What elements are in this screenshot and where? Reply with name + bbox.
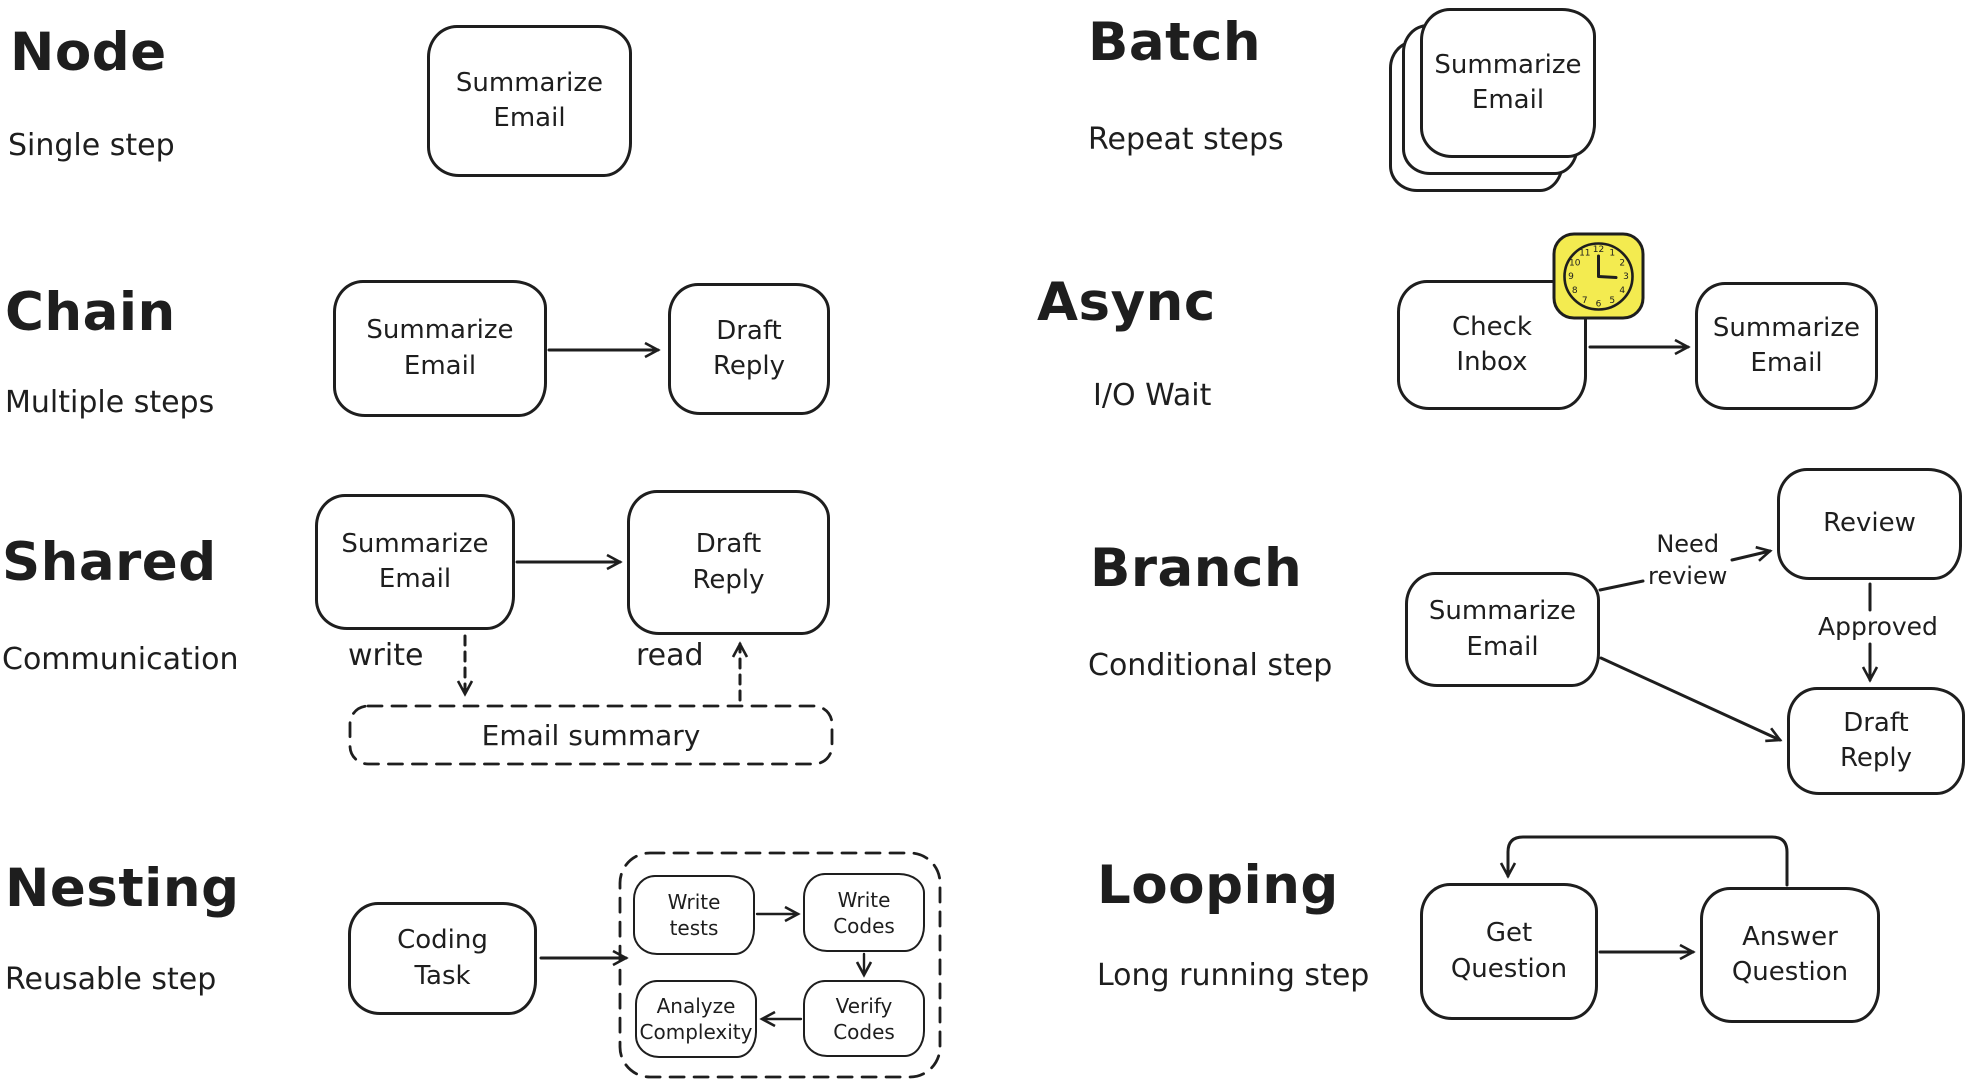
shared-box-draft-reply: Draft Reply	[627, 490, 830, 635]
branch-box-review: Review	[1777, 468, 1962, 580]
node-box-summarize-email: Summarize Email	[427, 25, 632, 177]
svg-text:4: 4	[1619, 286, 1625, 296]
branch-approved-label: Approved	[1818, 612, 1938, 641]
svg-text:1: 1	[1609, 249, 1615, 259]
svg-text:8: 8	[1572, 286, 1578, 296]
chain-box-summarize-email: Summarize Email	[333, 280, 547, 417]
svg-text:2: 2	[1619, 259, 1625, 269]
node-subtitle: Single step	[8, 128, 175, 163]
batch-subtitle: Repeat steps	[1088, 122, 1284, 157]
shared-read-label: read	[636, 638, 704, 673]
shared-title: Shared	[2, 532, 217, 593]
nesting-box-analyze-complexity: Analyze Complexity	[635, 980, 757, 1058]
batch-box-summarize-email: Summarize Email	[1420, 8, 1596, 158]
node-title: Node	[10, 22, 167, 83]
nesting-title: Nesting	[5, 858, 240, 919]
nesting-subtitle: Reusable step	[5, 962, 217, 997]
branch-title: Branch	[1090, 538, 1303, 599]
svg-text:11: 11	[1579, 249, 1590, 259]
looping-box-get-question: Get Question	[1420, 883, 1598, 1020]
svg-text:10: 10	[1569, 259, 1581, 269]
nesting-box-verify-codes: Verify Codes	[803, 980, 925, 1057]
svg-text:3: 3	[1623, 272, 1629, 282]
branch-to-draft-reply-arrow	[1599, 656, 1783, 743]
shared-write-label: write	[348, 638, 424, 673]
nesting-box-write-codes: Write Codes	[803, 873, 925, 952]
batch-title: Batch	[1088, 12, 1262, 73]
svg-text:7: 7	[1582, 296, 1588, 306]
looping-back-arrow	[1499, 835, 1789, 887]
shared-box-email-summary: Email summary	[481, 718, 701, 752]
chain-title: Chain	[5, 282, 176, 343]
looping-box-answer-question: Answer Question	[1700, 887, 1880, 1023]
nesting-box-coding-task: Coding Task	[348, 902, 537, 1015]
async-subtitle: I/O Wait	[1093, 378, 1212, 413]
async-box-check-inbox: Check Inbox	[1397, 280, 1587, 410]
branch-need-review-arrow-segment	[1598, 579, 1645, 592]
async-title: Async	[1037, 272, 1216, 333]
clock-numbers: 12 1 2 3 4 5 6 7 8 9 10 11	[1568, 245, 1629, 310]
chain-box-draft-reply: Draft Reply	[668, 283, 830, 415]
branch-box-draft-reply: Draft Reply	[1787, 687, 1965, 795]
branch-subtitle: Conditional step	[1088, 648, 1333, 683]
svg-text:9: 9	[1568, 272, 1574, 282]
branch-box-summarize-email: Summarize Email	[1405, 572, 1600, 687]
nesting-box-write-tests: Write tests	[633, 875, 755, 955]
shared-box-summarize-email: Summarize Email	[315, 494, 515, 630]
shared-subtitle: Communication	[2, 642, 239, 677]
branch-need-review-arrow	[1730, 545, 1773, 562]
looping-title: Looping	[1097, 855, 1339, 916]
svg-text:12: 12	[1593, 245, 1604, 255]
clock-icon: 12 1 2 3 4 5 6 7 8 9 10 11	[1552, 232, 1645, 320]
svg-text:6: 6	[1596, 300, 1602, 310]
chain-subtitle: Multiple steps	[5, 385, 215, 420]
looping-subtitle: Long running step	[1097, 958, 1370, 993]
async-box-summarize-email: Summarize Email	[1695, 282, 1878, 410]
branch-need-review-label: Need review	[1648, 530, 1728, 591]
svg-text:5: 5	[1609, 296, 1615, 306]
clock-hands	[1597, 254, 1618, 279]
